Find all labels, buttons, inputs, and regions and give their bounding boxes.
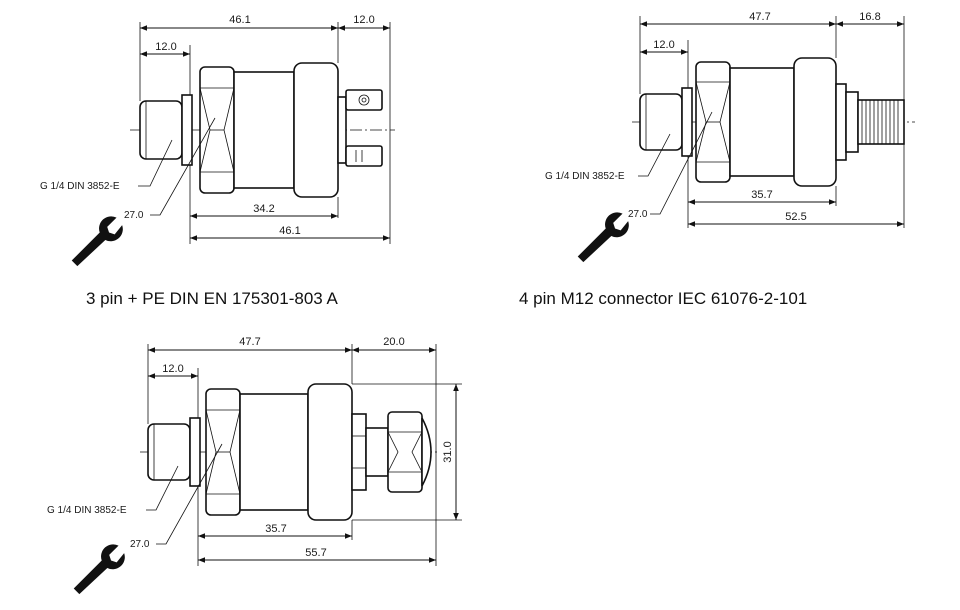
caption-m12-connector: 4 pin M12 connector IEC 61076-2-101	[519, 289, 808, 308]
v2-body-length: 35.7	[751, 189, 772, 201]
v2-thread-label: G 1/4 DIN 3852-E	[545, 171, 625, 182]
v1-body-length: 34.2	[253, 203, 274, 215]
wrench-icon	[71, 216, 123, 267]
v3-body-length: 35.7	[265, 523, 286, 535]
v1-thread-label: G 1/4 DIN 3852-E	[40, 181, 120, 192]
v3-wrench-size: 27.0	[130, 539, 150, 550]
v1-wrench-size: 27.0	[124, 210, 144, 221]
drawing-din-connector: 46.1 12.0 12.0 34.2 46.1 G 1/4 DIN 3852-…	[40, 14, 395, 267]
v3-thread-label: G 1/4 DIN 3852-E	[47, 505, 127, 516]
v3-thread-length: 12.0	[162, 363, 183, 375]
wrench-icon	[73, 544, 125, 595]
v1-overall-top: 46.1	[229, 14, 250, 26]
v3-height: 31.0	[442, 441, 454, 462]
caption-din-connector: 3 pin + PE DIN EN 175301-803 A	[86, 289, 338, 308]
v2-overall-bottom: 52.5	[785, 211, 806, 223]
v1-overall-bottom: 46.1	[279, 225, 300, 237]
v1-thread-length: 12.0	[155, 41, 176, 53]
v2-overall-top: 47.7	[749, 11, 770, 23]
drawing-m12-connector: 47.7 16.8 12.0 35.7 52.5 G 1/4 DIN 3852-…	[545, 11, 915, 263]
v3-overall-bottom: 55.7	[305, 547, 326, 559]
m12-thread	[861, 100, 899, 144]
v2-wrench-size: 27.0	[628, 209, 648, 220]
v2-thread-length: 12.0	[653, 39, 674, 51]
v2-connector-length: 16.8	[859, 11, 880, 23]
v3-connector-length: 20.0	[383, 336, 404, 348]
v1-connector-length: 12.0	[353, 14, 374, 26]
v3-overall-top: 47.7	[239, 336, 260, 348]
wrench-icon	[577, 212, 629, 263]
drawing-cable-gland: 47.7 20.0 12.0 35.7 55.7 31.0 G 1/4 DIN …	[47, 336, 462, 595]
